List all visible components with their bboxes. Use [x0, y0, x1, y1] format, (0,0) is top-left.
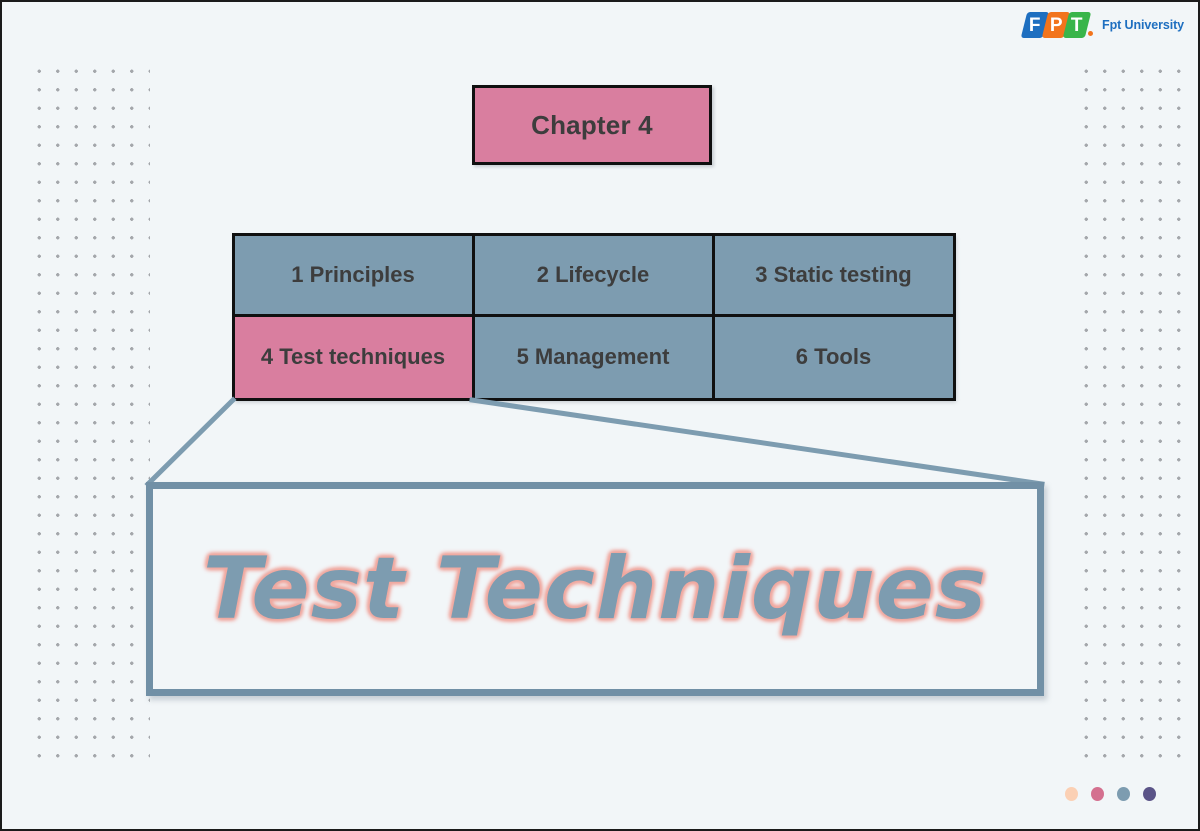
logo-registered-dot-icon [1088, 31, 1094, 36]
connector-line-right [469, 397, 1045, 487]
topic-label: 5 Management [516, 344, 670, 370]
logo-letter-f-text: F [1029, 14, 1041, 36]
topic-cell-2-lifecycle[interactable]: 2 Lifecycle [471, 232, 715, 317]
topic-label: 2 Lifecycle [536, 261, 650, 287]
topic-label: 4 Test techniques [260, 344, 446, 370]
decorative-dot-field-left [28, 60, 150, 760]
decorative-dot-field-right [1075, 60, 1193, 760]
chapter-header-box: Chapter 4 [472, 85, 712, 165]
topic-cell-3-static-testing[interactable]: 3 Static testing [711, 232, 956, 317]
progress-dot-4[interactable] [1143, 787, 1156, 801]
connector-line-left [144, 396, 237, 488]
progress-dot-3[interactable] [1117, 787, 1130, 801]
main-title-box: Test Techniques [146, 482, 1044, 696]
topic-cell-4-test-techniques[interactable]: 4 Test techniques [231, 313, 475, 401]
topic-label: 6 Tools [795, 344, 872, 370]
logo-letter-p-text: P [1049, 14, 1063, 36]
fpt-university-logo: F P T Fpt University [1020, 10, 1184, 40]
topics-grid: 1 Principles 2 Lifecycle 3 Static testin… [231, 232, 956, 401]
main-title: Test Techniques [202, 539, 988, 639]
logo-letter-t-icon: T [1062, 12, 1092, 38]
topic-cell-5-management[interactable]: 5 Management [471, 313, 715, 401]
topic-cell-1-principles[interactable]: 1 Principles [231, 232, 475, 317]
topic-label: 3 Static testing [755, 261, 912, 287]
progress-dot-1[interactable] [1065, 787, 1078, 801]
topic-label: 1 Principles [291, 261, 415, 287]
chapter-title: Chapter 4 [531, 109, 653, 140]
progress-dots [1065, 787, 1156, 801]
fpt-logo-mark: F P T [1020, 10, 1096, 40]
logo-letter-t-text: T [1071, 14, 1083, 36]
topic-cell-6-tools[interactable]: 6 Tools [711, 313, 956, 401]
progress-dot-2[interactable] [1091, 787, 1104, 801]
logo-university-name: Fpt University [1102, 18, 1184, 32]
